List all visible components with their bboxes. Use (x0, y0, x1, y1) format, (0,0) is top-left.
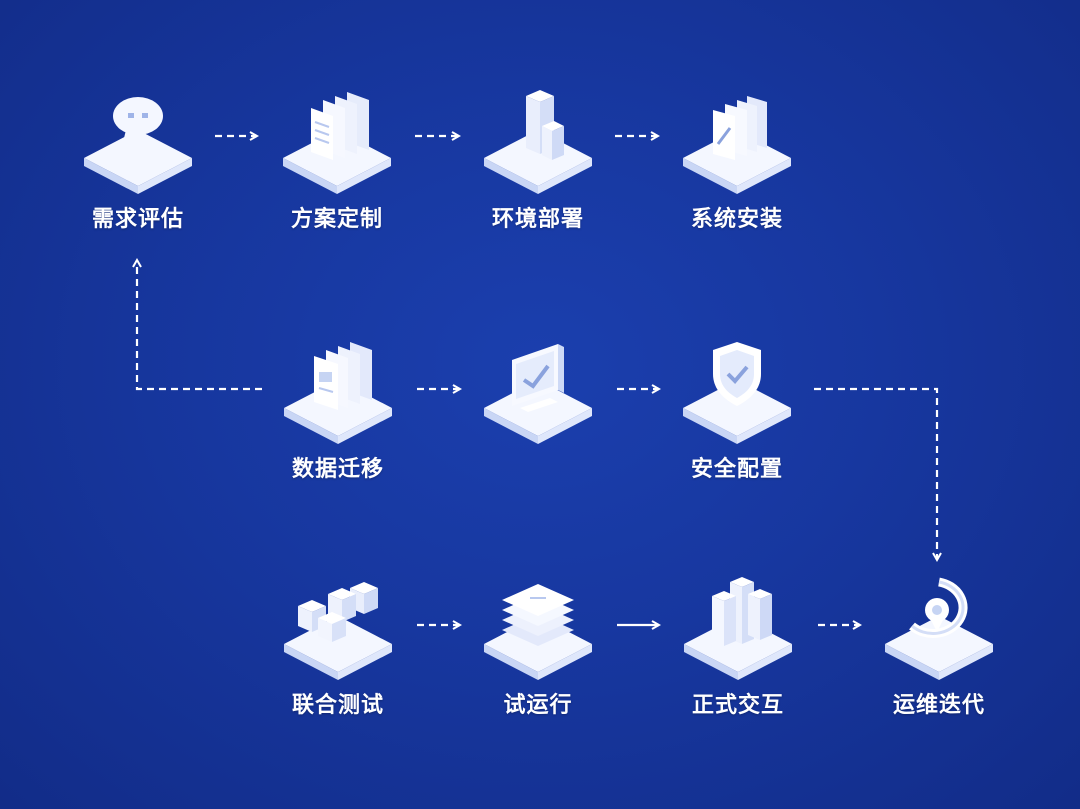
server-blocks-icon (484, 90, 592, 194)
node-label: 需求评估 (91, 207, 184, 232)
install-panels-icon (683, 96, 791, 194)
arrow-security-to-operations (814, 387, 937, 560)
node-label: 安全配置 (690, 457, 783, 482)
node-operations-iteration: 运维迭代 (859, 574, 1019, 754)
node-label: 运维迭代 (892, 693, 985, 718)
node-label: 联合测试 (291, 693, 384, 718)
checkbox-monitor-icon (484, 344, 592, 444)
node-trial-run: 试运行 (458, 574, 618, 754)
node-label: 系统安装 (690, 207, 783, 232)
node-joint-testing: 联合测试 (258, 574, 418, 754)
shield-check-icon (683, 342, 791, 444)
node-system-installation: 系统安装 (657, 88, 817, 268)
node-label: 正式交互 (691, 693, 784, 718)
arrow-migration-to-demand (137, 260, 262, 391)
layers-icon (484, 584, 592, 680)
node-environment-deployment: 环境部署 (458, 88, 618, 268)
documents-icon (283, 92, 391, 194)
cubes-icon (284, 582, 392, 680)
node-security-configuration: 安全配置 (657, 338, 817, 518)
node-checkpoint (458, 338, 618, 518)
chat-bubble-icon (84, 97, 192, 194)
node-solution-customization: 方案定制 (257, 88, 417, 268)
node-official-delivery: 正式交互 (658, 574, 818, 754)
building-blocks-icon (684, 577, 792, 680)
node-label: 方案定制 (290, 207, 383, 232)
node-label: 数据迁移 (291, 457, 384, 482)
node-label: 环境部署 (491, 207, 584, 232)
cycle-icon (885, 577, 993, 680)
node-demand-assessment: 需求评估 (58, 88, 218, 268)
node-label: 试运行 (503, 693, 573, 718)
node-data-migration: 数据迁移 (258, 338, 418, 518)
documents-icon (284, 342, 392, 444)
